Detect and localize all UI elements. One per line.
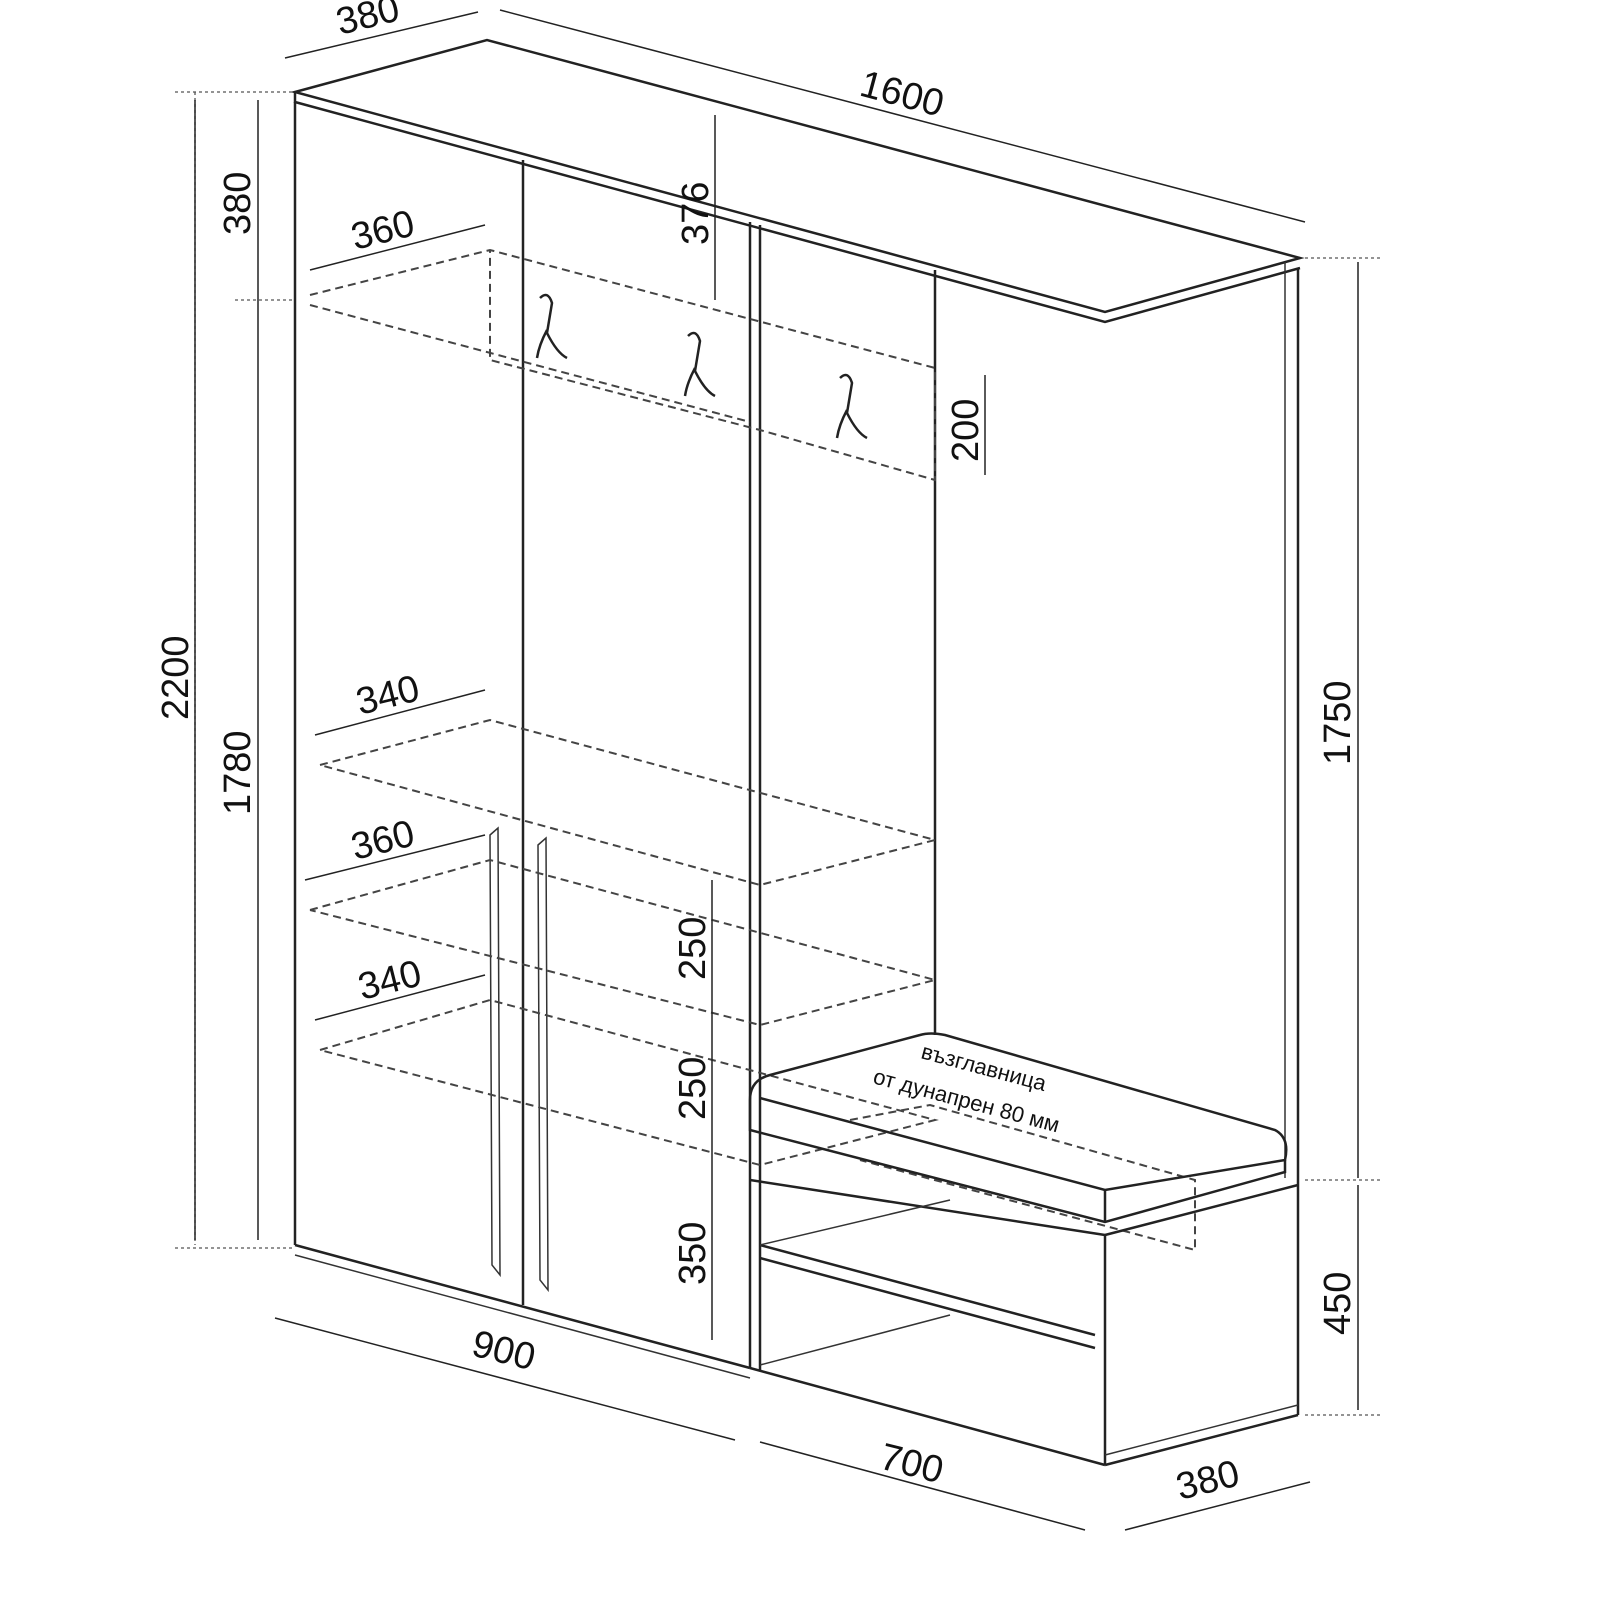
- dim-shelf-spacing-1: 250: [672, 917, 714, 980]
- top-panel: [290, 38, 1305, 324]
- dim-shelf2-depth: 360: [347, 813, 419, 869]
- dim-total-height: 2200: [155, 635, 197, 720]
- dim-hook-gap: 376: [675, 182, 717, 245]
- hidden-shelves: [309, 248, 1196, 1252]
- dim-bottom-spacing: 350: [672, 1222, 714, 1285]
- dim-top-depth: 380: [332, 0, 404, 44]
- dim-shelf-spacing-2: 250: [672, 1057, 714, 1120]
- dim-open-section-height: 1750: [1317, 680, 1359, 765]
- dim-bench-width: 700: [876, 1436, 948, 1492]
- coat-hooks: [535, 293, 868, 440]
- dim-bench-depth: 380: [1172, 1453, 1244, 1509]
- dim-bench-height: 450: [1317, 1272, 1359, 1335]
- dim-wardrobe-body-height: 1780: [217, 730, 259, 815]
- dim-top-section-height: 380: [217, 172, 259, 235]
- dim-upper-shelf-depth: 360: [347, 203, 419, 259]
- dim-wardrobe-width: 900: [468, 1323, 540, 1379]
- dim-shelf1-depth: 340: [352, 668, 424, 724]
- dim-shelf3-depth: 340: [354, 953, 426, 1009]
- door-handles: [489, 826, 549, 1293]
- wardrobe-body: [293, 102, 1300, 1415]
- dimension-lines: [175, 9, 1380, 1531]
- dim-hook-rail-height: 200: [945, 399, 987, 462]
- bench: [748, 1032, 1299, 1467]
